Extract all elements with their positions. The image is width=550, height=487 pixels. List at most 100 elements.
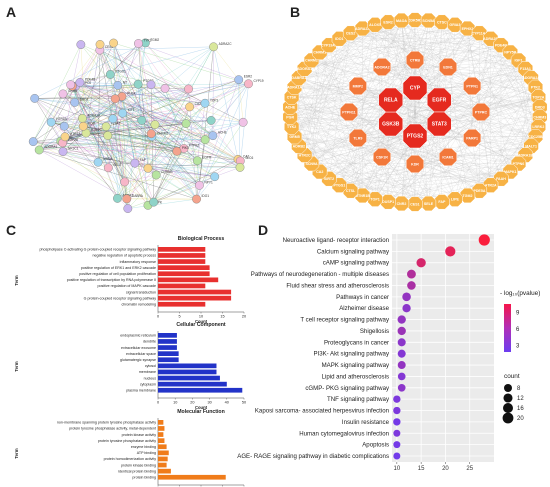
network-b-node	[447, 17, 463, 33]
network-b-node-label: PTK2	[531, 86, 540, 90]
network-b-edge	[428, 52, 511, 204]
network-a-edge	[153, 159, 239, 203]
network-a-edge	[82, 83, 249, 119]
network-a-edge	[185, 123, 198, 161]
go-bp-bar	[158, 247, 206, 252]
kegg-pathway-label: Kaposi sarcoma- associated herpesvirus i…	[255, 408, 389, 415]
network-a-node	[151, 170, 161, 180]
go-mf-term-label: protein kinase binding	[121, 463, 156, 467]
kegg-pathway-label: Human cytomegalovirus infection	[299, 430, 389, 437]
network-b-node-label: CYP	[410, 85, 421, 91]
network-a-edge	[150, 84, 187, 124]
network-a-node-label: PTPRZ	[189, 144, 200, 148]
network-a-node-label: CYP19	[253, 79, 263, 83]
network-a-edge	[138, 84, 213, 136]
network-a-node	[193, 156, 202, 166]
go-bp-term-label: inflammatory response	[120, 260, 156, 264]
network-b-node-label: PDE4B	[495, 44, 507, 48]
network-b-edge	[375, 24, 532, 147]
network-b-edge	[348, 111, 449, 158]
network-a-edge	[176, 103, 206, 152]
network-a-node	[209, 42, 218, 52]
network-b-edge	[357, 137, 376, 200]
go-cc-tick-label: 30	[207, 401, 211, 405]
network-a-edge	[98, 136, 152, 163]
network-b-node-label: CHRM3	[533, 115, 546, 119]
network-b-edge	[319, 52, 532, 79]
network-b-edge	[304, 45, 330, 156]
network-a-node-label: PDE4B	[85, 77, 95, 81]
go-bp-tick-label: 10	[199, 315, 203, 319]
network-a-edge	[127, 198, 197, 209]
network-b-node-label: LRRK2	[532, 125, 544, 129]
network-a-node	[192, 194, 201, 204]
network-b-edge	[447, 106, 540, 158]
network-b-node-label: DUSP1	[382, 200, 394, 204]
network-a-node	[137, 116, 147, 125]
network-b-edge	[480, 68, 526, 113]
network-a-edge	[62, 42, 114, 152]
network-b-edge	[388, 156, 449, 202]
network-b-node-label: FAAH	[496, 177, 506, 181]
network-a-edge	[79, 49, 100, 83]
network-a-edge	[114, 98, 125, 182]
network-b-node-label: TGM2	[462, 194, 472, 198]
network-a-edge	[151, 133, 213, 136]
network-a-node-label: PTGS1	[115, 69, 126, 73]
network-a-edge	[164, 88, 187, 124]
network-a-edge	[75, 83, 249, 87]
network-b-edge	[472, 85, 511, 172]
network-a-node	[160, 83, 170, 93]
network-b-node-label: SCN5A	[422, 19, 435, 23]
network-b-node-label: PDE5A	[473, 189, 485, 193]
go-mf-bar	[158, 420, 164, 425]
network-a-edge	[51, 98, 116, 123]
network-b-node-label: CES1	[410, 202, 419, 206]
network-a-node-label: CA2	[195, 102, 201, 106]
network-a-node	[235, 162, 245, 172]
network-a-node-label: TOP1	[210, 98, 218, 102]
network-a-node	[109, 38, 118, 48]
network-b-node-label: CES2	[346, 31, 355, 35]
network-b-edge	[291, 126, 491, 186]
network-b-edge	[294, 24, 376, 137]
network-b-edge	[311, 99, 391, 164]
network-a-node	[60, 132, 70, 142]
network-b-edge	[319, 156, 383, 172]
kegg-bubble	[397, 372, 406, 381]
kegg-size-tick-label: 12	[517, 396, 524, 402]
network-b-node-label: CA2	[316, 170, 323, 174]
network-b-edge	[319, 52, 389, 202]
network-b-edge	[311, 60, 532, 79]
network-b-edge	[304, 33, 351, 156]
network-b-node-label: CNR2	[397, 202, 407, 206]
go-mf-bar	[158, 450, 169, 456]
network-b-edge	[454, 24, 532, 147]
network-b-edge	[290, 24, 376, 118]
kegg-bubble	[397, 326, 406, 336]
go-bp-bar	[158, 289, 232, 295]
network-b-edge	[374, 24, 389, 202]
kegg-bubble	[478, 234, 490, 246]
network-a-node-label: ALOX	[127, 91, 136, 95]
network-a-edge	[199, 159, 239, 186]
kegg-bubble	[397, 361, 406, 370]
network-b-edge	[294, 87, 391, 101]
network-b-node-label: CTSL	[346, 189, 356, 193]
network-a-node	[234, 75, 244, 85]
network-b-edge	[291, 97, 442, 202]
network-a-node-label: ESR2	[244, 75, 253, 79]
network-a-edge	[205, 139, 241, 168]
network-a-edge	[74, 102, 113, 119]
network-b-edge	[414, 52, 511, 205]
network-a-node-label: HTR2C	[91, 128, 102, 132]
network-b-edge	[311, 52, 320, 164]
network-b-node	[393, 12, 410, 29]
network-a-node-label: CHRM1	[157, 132, 169, 136]
network-a-node	[143, 163, 153, 173]
network-b-node-label: MMP2	[353, 84, 363, 88]
network-a-node-label: NPY1	[204, 180, 213, 184]
network-b-node-label: ALOX5	[369, 23, 381, 27]
